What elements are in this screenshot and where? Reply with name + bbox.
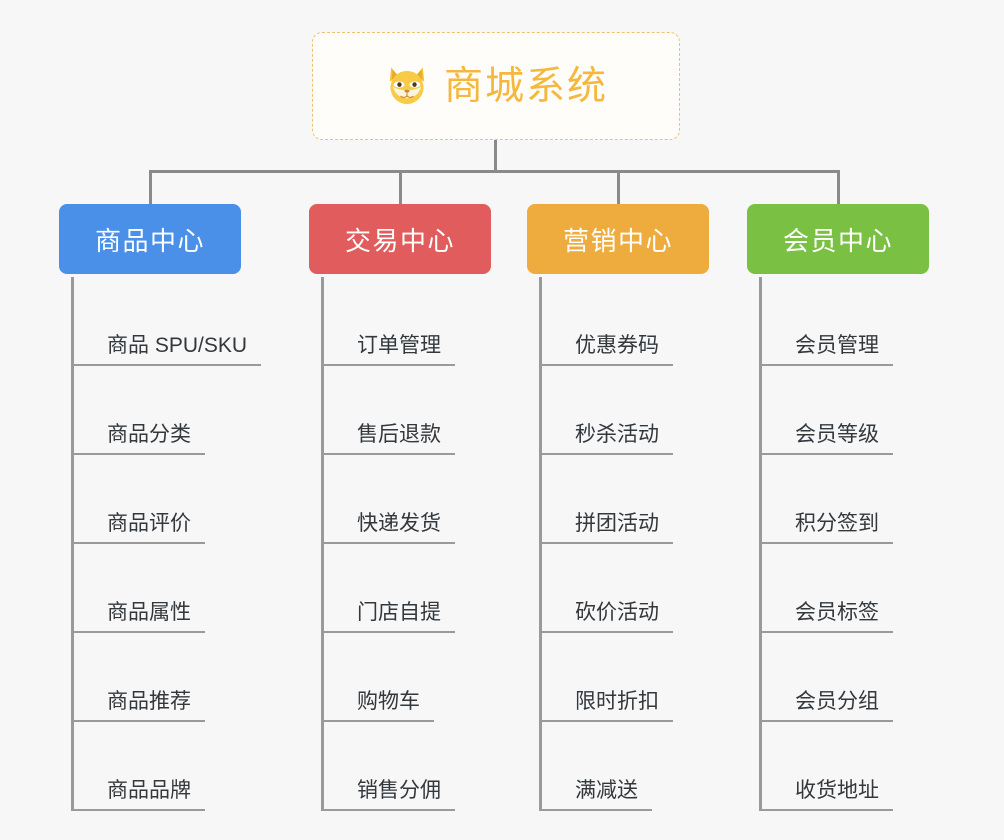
leaf-item[interactable]: 门店自提 — [321, 544, 455, 633]
leaf-item[interactable]: 快递发货 — [321, 455, 455, 544]
leaf-item[interactable]: 商品属性 — [71, 544, 205, 633]
leaf-item-label: 收货地址 — [759, 778, 893, 811]
column-spine — [71, 277, 74, 811]
leaf-item-label: 订单管理 — [321, 333, 455, 366]
leaf-item[interactable]: 订单管理 — [321, 277, 455, 366]
category-label-trade-center: 交易中心 — [344, 225, 455, 256]
leaf-item[interactable]: 砍价活动 — [539, 544, 673, 633]
column-spine — [539, 277, 542, 811]
leaf-item-label: 商品推荐 — [71, 689, 205, 722]
leaf-item[interactable]: 拼团活动 — [539, 455, 673, 544]
connector-drop-4 — [837, 170, 840, 204]
leaf-item[interactable]: 会员标签 — [759, 544, 893, 633]
leaf-item-label: 会员管理 — [759, 333, 893, 366]
leaf-item[interactable]: 会员分组 — [759, 633, 893, 722]
category-box-member-center[interactable]: 会员中心 — [747, 204, 929, 274]
leaf-item[interactable]: 优惠券码 — [539, 277, 673, 366]
connector-drop-2 — [399, 170, 402, 204]
leaf-item[interactable]: 积分签到 — [759, 455, 893, 544]
leaf-item-label: 快递发货 — [321, 511, 455, 544]
leaf-item[interactable]: 商品推荐 — [71, 633, 205, 722]
leaf-item-label: 拼团活动 — [539, 511, 673, 544]
leaf-item-label: 会员标签 — [759, 600, 893, 633]
category-label-marketing-center: 营销中心 — [562, 225, 673, 256]
leaf-item-label: 商品分类 — [71, 422, 205, 455]
leaf-item[interactable]: 售后退款 — [321, 366, 455, 455]
leaf-item[interactable]: 商品分类 — [71, 366, 205, 455]
root-node-商城系统[interactable]: 商城系统 — [312, 32, 680, 140]
column-spine — [759, 277, 762, 811]
leaf-item[interactable]: 商品 SPU/SKU — [71, 277, 262, 366]
leaf-item-label: 销售分佣 — [321, 778, 455, 811]
leaf-item-label: 满减送 — [539, 778, 652, 811]
shiba-dog-icon — [389, 67, 425, 106]
connector-root-stem — [494, 140, 497, 173]
category-label-member-center: 会员中心 — [782, 225, 893, 256]
leaf-item[interactable]: 商品评价 — [71, 455, 205, 544]
leaf-item[interactable]: 限时折扣 — [539, 633, 673, 722]
connector-horizontal-bus — [150, 170, 840, 173]
connector-drop-1 — [149, 170, 152, 204]
leaf-item-label: 限时折扣 — [539, 689, 673, 722]
leaf-item[interactable]: 会员管理 — [759, 277, 893, 366]
leaf-item-label: 秒杀活动 — [539, 422, 673, 455]
category-label-product-center: 商品中心 — [94, 225, 205, 256]
leaf-item-label: 购物车 — [321, 689, 434, 722]
leaf-item-label: 积分签到 — [759, 511, 893, 544]
leaf-item[interactable]: 秒杀活动 — [539, 366, 673, 455]
leaf-item-label: 商品属性 — [71, 600, 205, 633]
leaf-item-label: 商品品牌 — [71, 778, 205, 811]
category-box-trade-center[interactable]: 交易中心 — [309, 204, 491, 274]
leaf-item-label: 优惠券码 — [539, 333, 673, 366]
connector-drop-3 — [617, 170, 620, 204]
category-box-product-center[interactable]: 商品中心 — [59, 204, 241, 274]
leaf-item[interactable]: 购物车 — [321, 633, 434, 722]
column-spine — [321, 277, 324, 811]
leaf-item[interactable]: 商品品牌 — [71, 722, 205, 811]
leaf-item-label: 商品评价 — [71, 511, 205, 544]
leaf-item[interactable]: 会员等级 — [759, 366, 893, 455]
leaf-item[interactable]: 满减送 — [539, 722, 652, 811]
leaf-item-label: 门店自提 — [321, 600, 455, 633]
leaf-item-label: 售后退款 — [321, 422, 455, 455]
leaf-item-label: 商品 SPU/SKU — [71, 333, 262, 366]
leaf-item[interactable]: 销售分佣 — [321, 722, 455, 811]
leaf-item-label: 砍价活动 — [539, 600, 673, 633]
leaf-item[interactable]: 收货地址 — [759, 722, 893, 811]
leaf-item-label: 会员等级 — [759, 422, 893, 455]
category-box-marketing-center[interactable]: 营销中心 — [527, 204, 709, 274]
leaf-item-label: 会员分组 — [759, 689, 893, 722]
root-node-title: 商城系统 — [443, 64, 608, 108]
